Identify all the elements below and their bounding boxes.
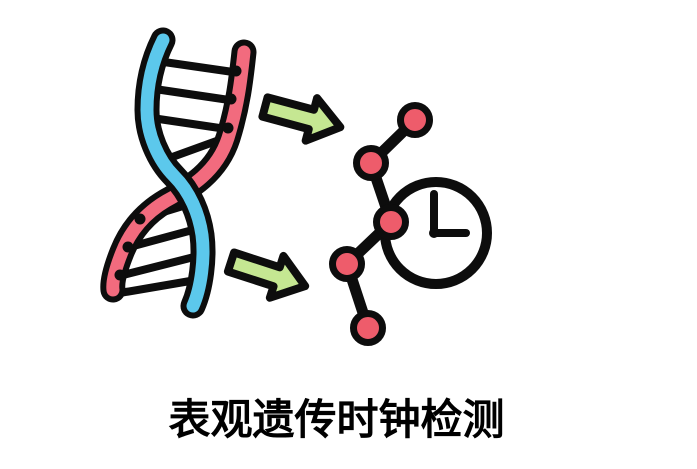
dna-rung xyxy=(110,276,200,298)
molecule-nodes xyxy=(329,102,433,346)
dna-strand-pink-fill xyxy=(106,45,251,297)
molecule-node xyxy=(329,246,365,282)
dna-base-dot xyxy=(114,269,126,281)
arrow-top-shape xyxy=(258,93,345,145)
dna-base-dot xyxy=(225,93,237,105)
dna-base-dot xyxy=(222,122,234,134)
molecule-node xyxy=(373,204,409,240)
caption-epigenetic-clock-test: 表观遗传时钟检测 xyxy=(168,396,505,443)
dna-rung xyxy=(115,251,206,280)
dna-base-dot xyxy=(134,213,146,225)
arrow-bottom-shape xyxy=(223,248,310,302)
dna-strand-blue-fill xyxy=(140,33,210,313)
dna-base-dots xyxy=(114,65,242,281)
molecule-node xyxy=(397,102,433,138)
dna-base-dot xyxy=(122,241,134,253)
dna-strand-pink xyxy=(100,39,257,303)
molecule-node xyxy=(350,310,386,346)
arrow-right-icon xyxy=(258,93,345,145)
molecule-node xyxy=(353,145,389,181)
dna-rung xyxy=(144,84,240,105)
dna-strand-blue xyxy=(134,27,216,319)
methylation-chain-icon xyxy=(329,102,433,346)
clock-center-dot xyxy=(429,228,439,238)
dna-base-dot xyxy=(230,65,242,77)
dna-double-helix-icon xyxy=(100,27,257,319)
arrow-right-icon xyxy=(223,248,310,302)
